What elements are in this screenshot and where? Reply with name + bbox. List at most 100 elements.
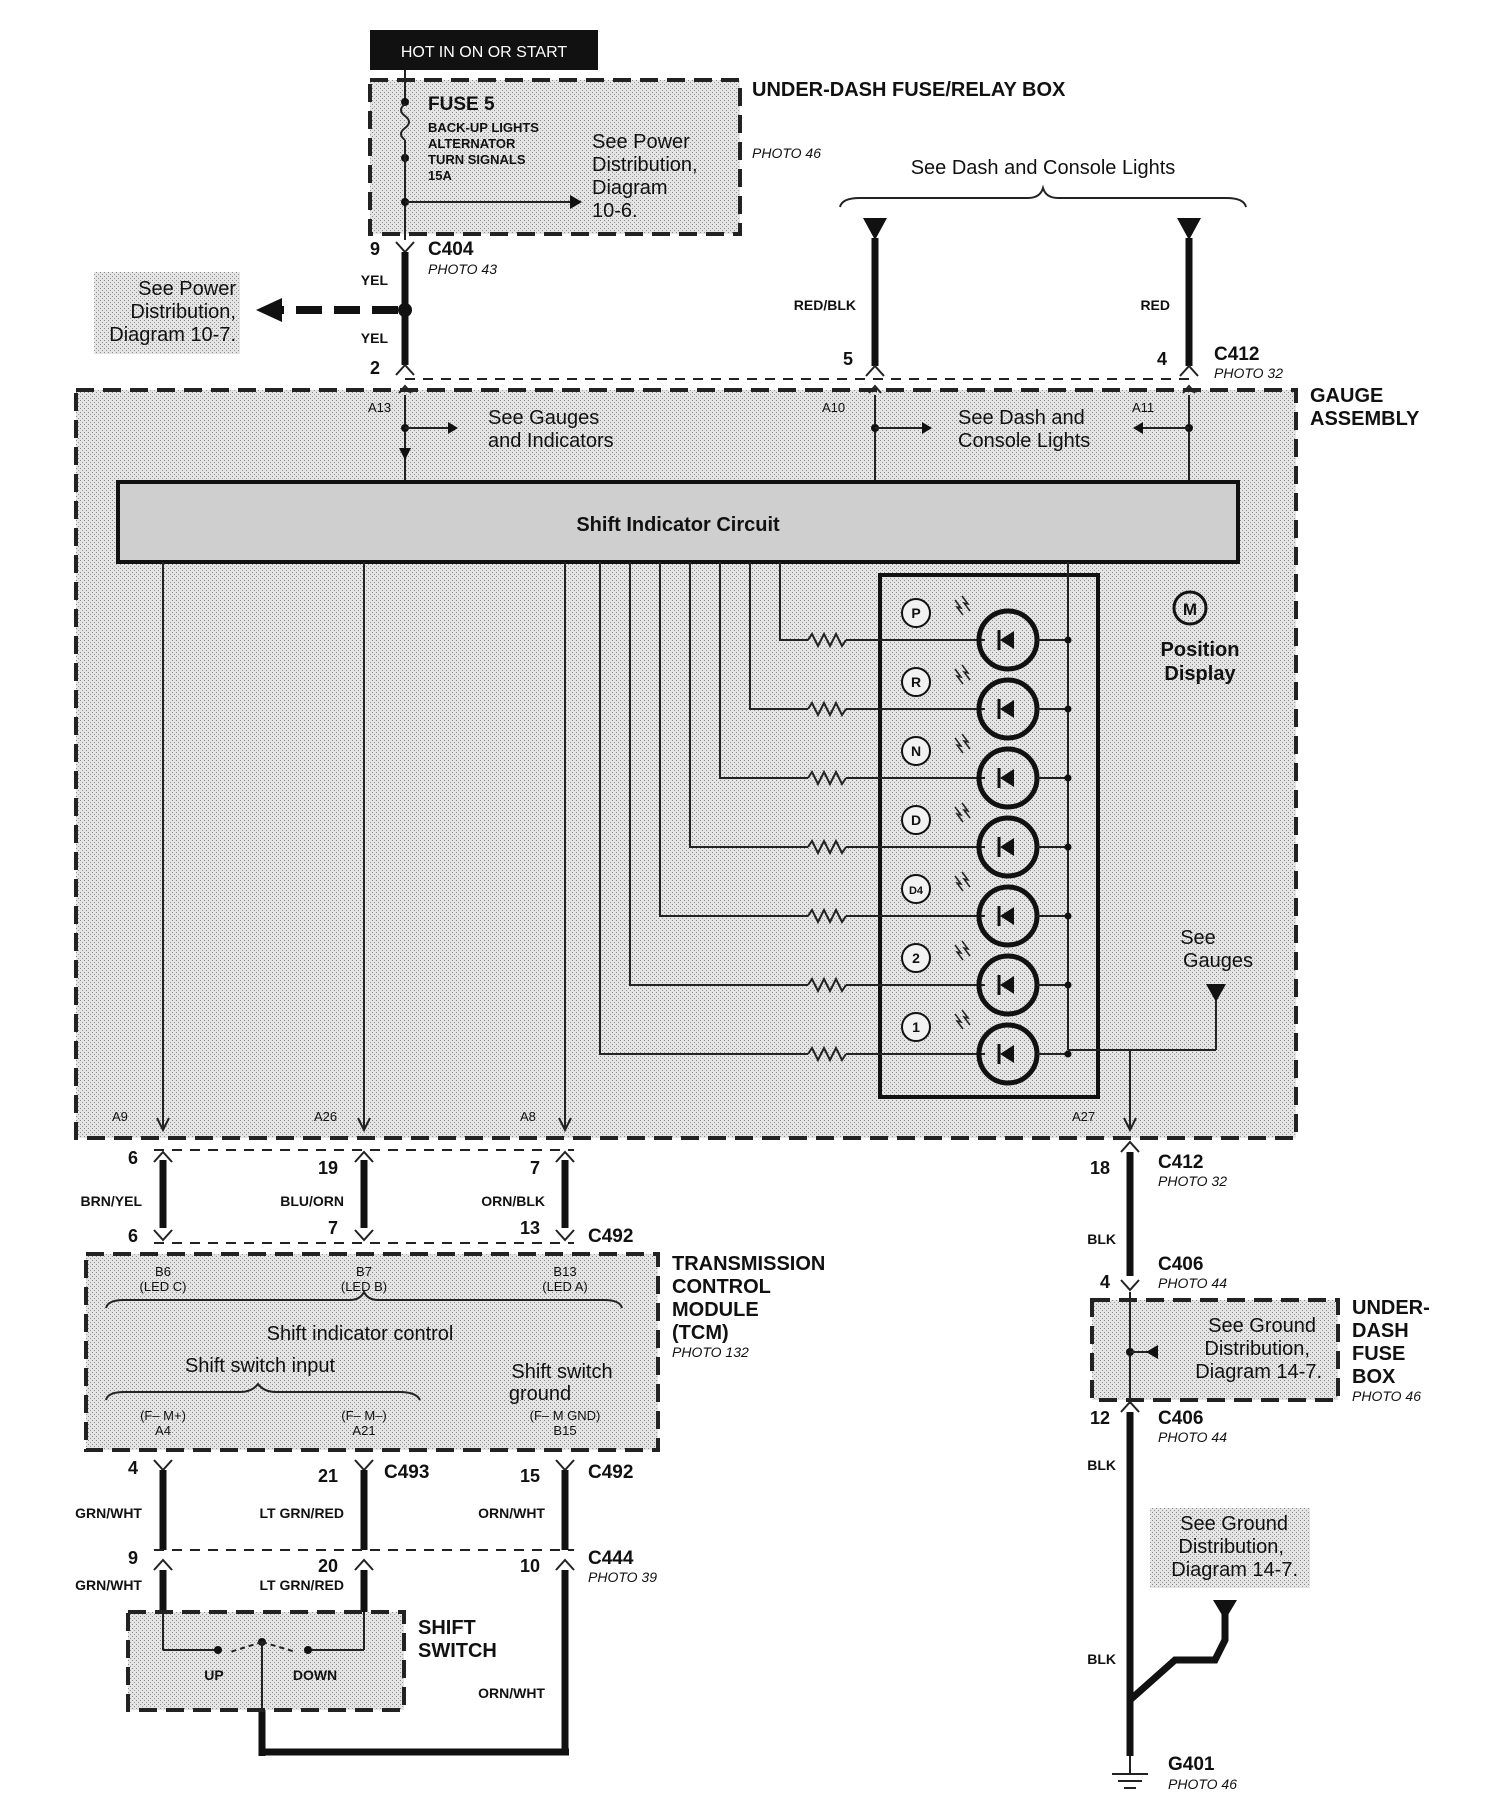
c444-label: C444 [588, 1548, 634, 1569]
underdash-fuse-box-name-2: DASH [1352, 1320, 1409, 1342]
yel-wire [256, 241, 415, 376]
see-gauges-wire [1130, 984, 1226, 1051]
pin-a27: A27 [1072, 1109, 1095, 1124]
c492-bottom-label: C492 [588, 1462, 633, 1483]
wire-color-blu-orn: BLU/ORN [280, 1193, 344, 1209]
c412-bottom-label: C412 [1158, 1152, 1203, 1173]
ground-wire-upper [1120, 1140, 1140, 1292]
position-1-icon [901, 1012, 931, 1042]
wire-color-red-blk: RED/BLK [794, 297, 856, 313]
c492-top-pin-19: 19 [318, 1158, 338, 1178]
c492-top-pin-6-lower: 6 [128, 1226, 138, 1246]
see-dash-console-1: See Dash and [958, 407, 1085, 429]
pin-a26: A26 [314, 1109, 337, 1124]
tcm-name-3: MODULE [672, 1299, 759, 1321]
pin-a8: A8 [520, 1109, 536, 1124]
position-d-icon [901, 805, 931, 835]
position-d-label: D [911, 812, 921, 828]
c492-top-label: C492 [588, 1226, 633, 1247]
diode-1-icon [1000, 1045, 1014, 1063]
underdash-box-photo: PHOTO 46 [752, 145, 821, 161]
tcm-name-4: (TCM) [672, 1322, 729, 1344]
gauge-output-wires [156, 562, 572, 1133]
see-power-10-7-box: See Power Distribution, Diagram 10-7. [94, 272, 240, 354]
c412-top-pin-5: 5 [843, 349, 853, 369]
g401-label: G401 [1168, 1754, 1215, 1775]
position-n-icon [901, 736, 931, 766]
see-dash-console-2: Console Lights [958, 430, 1090, 452]
led-d4-rays-icon [954, 871, 971, 892]
tcm-to-shift-switch-wires [153, 1459, 575, 1756]
tcm-pin-a4-desc: (F– M+) [140, 1408, 186, 1423]
tcm-lower-pin-21: 21 [318, 1466, 338, 1486]
led-node-1 [1064, 1050, 1072, 1058]
see-ground-lower-2: Distribution, [1178, 1536, 1284, 1558]
diode-r-icon [1000, 700, 1014, 718]
c404-pin-9: 9 [370, 239, 380, 259]
resistor-1 [807, 1045, 847, 1063]
tcm-pin-b6-desc: (LED C) [140, 1279, 187, 1294]
led-node-2 [1064, 981, 1072, 989]
position-d4-label: D4 [909, 885, 924, 897]
underdash-fuse-box-name-4: BOX [1352, 1366, 1396, 1388]
see-gauges-indicators-2: and Indicators [488, 430, 614, 452]
see-power-10-6-2: Distribution, [592, 154, 698, 176]
shift-switch-ground-1: Shift switch [511, 1361, 612, 1383]
hot-label: HOT IN ON OR START [401, 44, 567, 61]
c412-top-pin-4: 4 [1157, 349, 1167, 369]
tcm-pin-a4: A4 [155, 1423, 171, 1438]
underdash-fuse-box-name-1: UNDER- [1352, 1297, 1430, 1319]
led-p-rays-icon [954, 595, 971, 616]
gauge-assembly-name-2: ASSEMBLY [1310, 408, 1420, 430]
shift-indicator-control: Shift indicator control [267, 1323, 454, 1345]
shift-switch-name-1: SHIFT [418, 1617, 476, 1639]
position-display-2: Display [1164, 663, 1236, 685]
tcm-lower-pin-4: 4 [128, 1458, 138, 1478]
shift-indicator-circuit [116, 480, 1240, 564]
shift-switch-name-2: SWITCH [418, 1640, 497, 1662]
wire-color-grn-wht-lower: GRN/WHT [75, 1577, 142, 1593]
c412-bottom-photo: PHOTO 32 [1158, 1173, 1227, 1189]
position-p-icon [901, 598, 931, 628]
red-wire [1177, 218, 1201, 377]
wire-color-grn-wht-upper: GRN/WHT [75, 1505, 142, 1521]
see-power-10-6-3: Diagram [592, 177, 668, 199]
led-feed-wire-p [779, 562, 808, 641]
c406-top-pin-4: 4 [1100, 1272, 1110, 1292]
shift-switch-ground-2: ground [509, 1383, 571, 1405]
led-node-d4 [1064, 912, 1072, 920]
resistor-r [807, 700, 847, 718]
position-display-1: Position [1161, 639, 1240, 661]
hot-label-box [370, 30, 598, 70]
c404-label: C404 [428, 239, 474, 260]
led-node-d [1064, 843, 1072, 851]
c406-bottom-label: C406 [1158, 1408, 1203, 1429]
resistor-n [807, 769, 847, 787]
led-2-rays-icon [954, 940, 971, 961]
tcm-pin-a21-desc: (F– M–) [341, 1408, 387, 1423]
c444-pin-9: 9 [128, 1548, 138, 1568]
gauge-assembly-name-1: GAUGE [1310, 385, 1383, 407]
see-power-10-6-4: 10-6. [592, 200, 638, 222]
c406-bottom-photo: PHOTO 44 [1158, 1429, 1227, 1445]
led-feed-wire-d [689, 562, 808, 848]
c404-pin-2: 2 [370, 358, 380, 378]
shift-switch-down: DOWN [293, 1667, 337, 1683]
fuse-desc-3: TURN SIGNALS [428, 152, 526, 167]
underdash-fuse-box-ground [1090, 1292, 1340, 1404]
fuse-desc-1: BACK-UP LIGHTS [428, 120, 539, 135]
underdash-fuse-box-name-3: FUSE [1352, 1343, 1405, 1365]
red-blk-wire [863, 218, 887, 377]
pin-a9: A9 [112, 1109, 128, 1124]
see-ground-box-2: Distribution, [1204, 1338, 1310, 1360]
wire-color-yel-bottom: YEL [361, 330, 389, 346]
c492-top-pin-7-upper: 7 [530, 1158, 540, 1178]
g401-photo: PHOTO 46 [1168, 1776, 1237, 1792]
tcm-pin-a21: A21 [352, 1423, 375, 1438]
led-feed-wire-1 [599, 562, 808, 1055]
see-gauges-1: See [1180, 927, 1216, 949]
fuse-name: FUSE 5 [428, 94, 495, 115]
see-power-10-6-1: See Power [592, 131, 690, 153]
fuse-5-symbol [400, 70, 582, 240]
